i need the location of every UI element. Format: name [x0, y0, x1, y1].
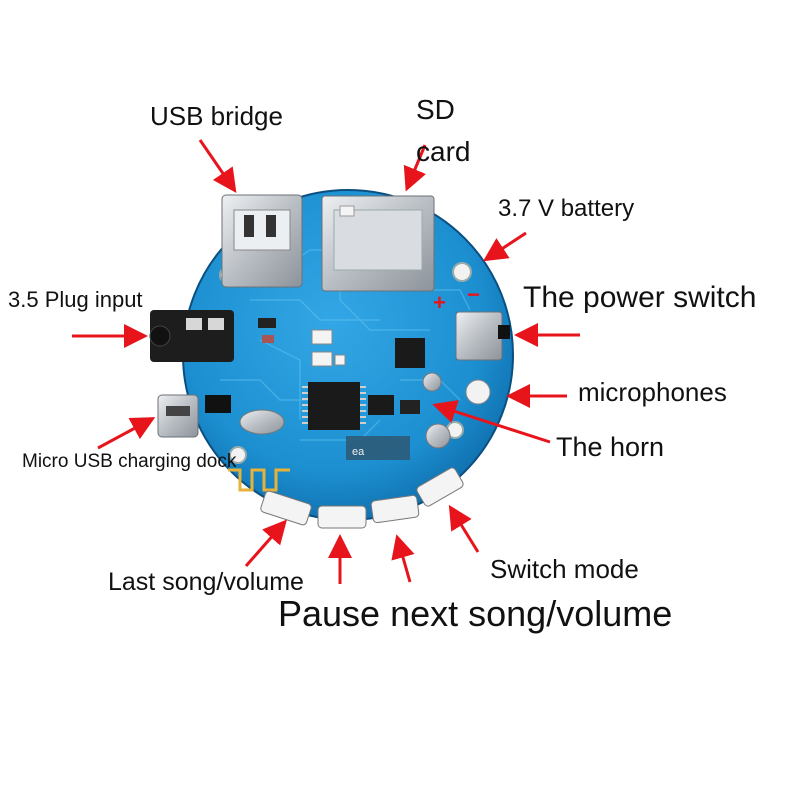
main-ic-chip — [302, 382, 366, 430]
label-sd-card-line1: SD — [416, 94, 455, 125]
amplifier-chip — [395, 338, 425, 368]
button-last — [260, 490, 312, 526]
usb-a-port — [221, 194, 303, 288]
micro-usb-port — [157, 394, 231, 438]
chip-marking: ea — [352, 446, 365, 458]
crystal-oscillator — [239, 409, 285, 435]
capacitor — [258, 318, 276, 328]
microphone — [465, 379, 491, 405]
label-last-song: Last song/volume — [108, 568, 304, 596]
arrow-switch-mode — [448, 504, 480, 553]
chip-label-block — [346, 436, 410, 460]
label-horn: The horn — [556, 432, 665, 462]
audio-jack — [149, 310, 234, 362]
arrow-next — [391, 534, 415, 583]
arrow-battery — [482, 231, 527, 262]
button-pause — [317, 505, 367, 529]
label-switch-mode: Switch mode — [490, 554, 639, 584]
battery-minus-mark: − — [467, 282, 480, 307]
arrow-usb-bridge — [198, 139, 237, 193]
sd-card-slot — [321, 195, 435, 292]
label-usb-bridge: USB bridge — [150, 101, 283, 131]
resistor — [311, 329, 333, 345]
label-battery: 3.7 V battery — [498, 195, 635, 222]
label-sd-card-line2: card — [416, 136, 471, 167]
resistor — [311, 351, 333, 367]
antenna-trace — [228, 468, 290, 492]
label-micro-usb: Micro USB charging dock — [22, 451, 237, 472]
capacitor — [422, 372, 442, 392]
button-mode — [416, 467, 464, 507]
small-ic — [368, 395, 394, 415]
button-next — [370, 494, 420, 524]
resistor — [334, 354, 346, 366]
label-microphones: microphones — [578, 377, 727, 407]
arrow-micro-usb — [97, 417, 156, 450]
arrow-horn — [432, 400, 551, 444]
label-plug-input: 3.5 Plug input — [8, 287, 143, 312]
label-pause-next: Pause next song/volume — [278, 593, 673, 634]
capacitor — [425, 423, 451, 449]
capacitor — [262, 335, 274, 343]
arrow-sd-card — [403, 144, 427, 192]
slide-switch — [455, 311, 510, 361]
battery-plus-mark: + — [433, 290, 446, 315]
small-ic — [400, 400, 420, 414]
arrow-last-song — [244, 519, 287, 567]
label-power-switch: The power switch — [523, 281, 757, 314]
